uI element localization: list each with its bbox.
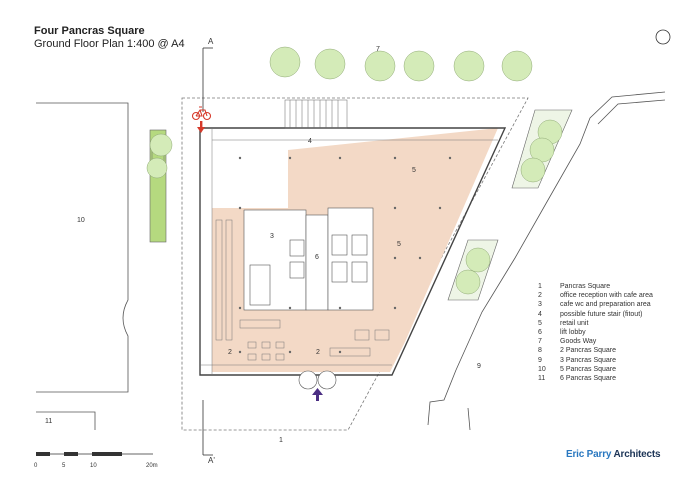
scale-label-20m: 20m (146, 463, 158, 469)
label-5a: 5 (412, 167, 416, 174)
entrance-doors (298, 370, 337, 390)
scale-bar (36, 452, 153, 456)
label-6: 6 (315, 254, 319, 261)
section-line (202, 47, 213, 456)
scale-label-0: 0 (34, 463, 38, 469)
future-stair (284, 99, 348, 129)
section-mark-bottom: A' (208, 456, 215, 465)
scale-label-10: 10 (90, 463, 97, 469)
label-2b: 2 (316, 349, 320, 356)
core (243, 207, 374, 311)
columns (238, 156, 452, 354)
label-9: 9 (477, 363, 481, 370)
label-3: 3 (270, 233, 274, 240)
trees (146, 46, 563, 295)
brand-logo: Eric Parry Architects (566, 449, 661, 460)
label-11: 11 (45, 418, 52, 425)
section-mark-top: A (208, 37, 214, 46)
plan-title: Four Pancras Square (34, 25, 145, 37)
north-arrow-icon (655, 29, 671, 45)
entrance-arrow-icon (312, 388, 323, 401)
label-2a: 2 (228, 349, 232, 356)
label-7: 7 (376, 46, 380, 53)
plan-subtitle: Ground Floor Plan 1:400 @ A4 (34, 38, 185, 50)
building-outline (199, 127, 507, 376)
cafe-furniture (215, 219, 390, 361)
green-strip (149, 129, 167, 243)
context-building-10 (36, 102, 129, 393)
label-10: 10 (77, 217, 85, 224)
label-5b: 5 (397, 241, 401, 248)
bicycle-access-arrow-icon (197, 121, 205, 133)
context-building-9 (427, 91, 666, 431)
scale-label-5: 5 (62, 463, 66, 469)
context-building-11 (36, 411, 96, 430)
bicycle-icon (191, 106, 212, 121)
label-1: 1 (279, 437, 283, 444)
site-boundary (181, 97, 529, 431)
label-4: 4 (308, 138, 312, 145)
